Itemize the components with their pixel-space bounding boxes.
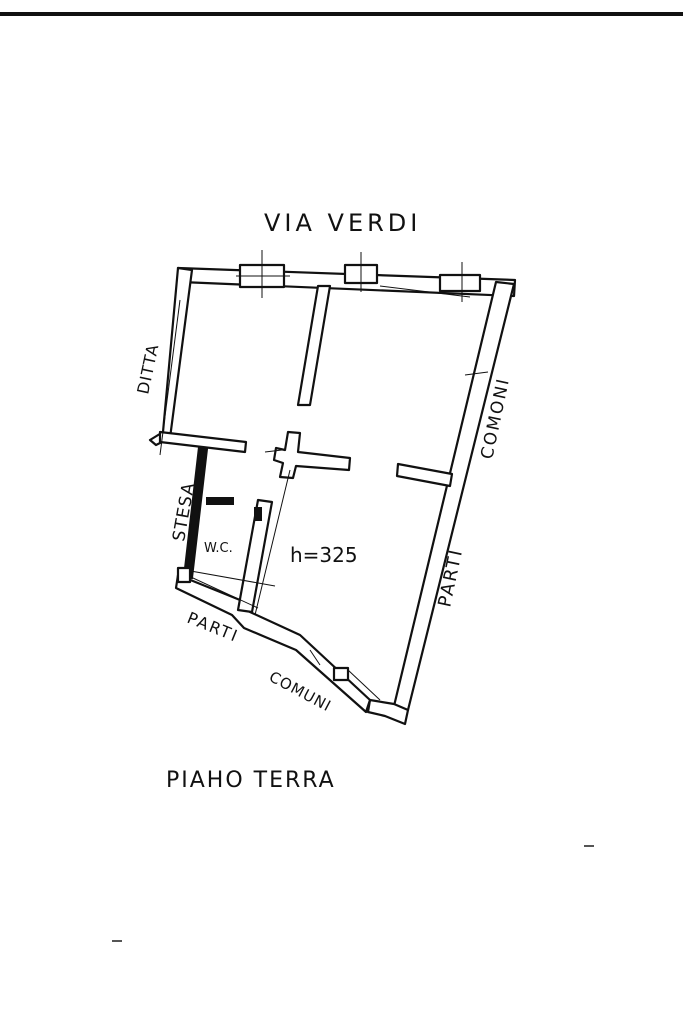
sw-column	[176, 566, 192, 584]
reference-lines	[159, 299, 489, 701]
floor-title: PIAHO TERRA	[166, 768, 336, 793]
pillar-cross	[272, 430, 352, 480]
interior-walls	[158, 284, 454, 614]
south-meter	[332, 666, 350, 682]
speck-1	[584, 845, 594, 847]
south-wall	[174, 573, 372, 714]
speck-2	[112, 940, 122, 942]
partition-east-stub	[395, 462, 454, 488]
partition-north	[296, 284, 332, 407]
east-wall	[392, 280, 516, 712]
wc-label: W.C.	[204, 541, 233, 556]
neighbour-label: DITTA	[133, 342, 162, 396]
partition-west-cross	[158, 430, 248, 454]
top-border-line	[0, 12, 683, 16]
north-windows	[236, 250, 482, 302]
wc-door-stub	[206, 497, 234, 505]
wc-east-wall	[236, 498, 274, 614]
wc-fixture	[254, 507, 262, 521]
height-label: h=325	[290, 543, 358, 567]
street-label: VIA VERDI	[264, 209, 421, 237]
outer-walls	[148, 266, 517, 726]
window-3	[438, 273, 482, 293]
south-corner	[366, 698, 410, 726]
